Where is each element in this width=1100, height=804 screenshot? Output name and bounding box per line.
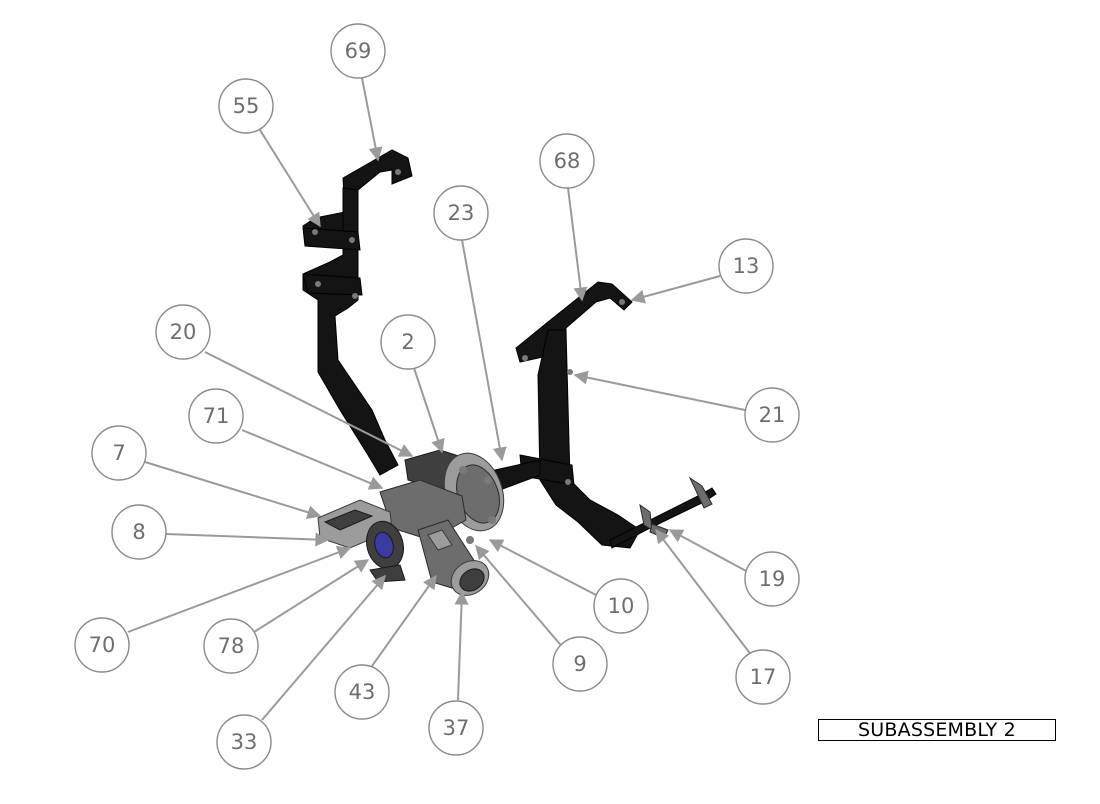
balloon-55: 55 [218, 78, 274, 134]
leader-33 [261, 574, 386, 721]
svg-text:10: 10 [608, 594, 635, 618]
balloon-8: 8 [111, 504, 167, 560]
balloon-37: 37 [428, 700, 484, 756]
leader-23 [461, 239, 507, 462]
balloon-19: 19 [744, 551, 800, 607]
svg-text:37: 37 [443, 716, 470, 740]
svg-text:13: 13 [733, 254, 760, 278]
balloon-78: 78 [203, 618, 259, 674]
balloon-2: 2 [380, 314, 436, 370]
leader-20 [204, 351, 414, 457]
svg-text:55: 55 [233, 94, 260, 118]
svg-text:78: 78 [218, 634, 245, 658]
left-bracket [302, 149, 413, 476]
svg-text:9: 9 [573, 652, 586, 676]
leader-69 [361, 77, 383, 162]
leader-68 [567, 187, 588, 302]
leader-9 [475, 544, 566, 651]
svg-text:2: 2 [401, 330, 414, 354]
balloon-9: 9 [552, 636, 608, 692]
balloon-71: 71 [188, 388, 244, 444]
leader-21 [573, 370, 746, 411]
subassembly-title: SUBASSEMBLY 2 [818, 719, 1056, 741]
leader-37 [454, 590, 469, 701]
svg-text:69: 69 [345, 39, 372, 63]
balloon-17: 17 [735, 649, 791, 705]
leader-78 [253, 559, 370, 633]
leader-13 [630, 275, 721, 304]
balloon-43: 43 [334, 664, 390, 720]
svg-text:8: 8 [132, 520, 145, 544]
right-bracket [494, 281, 641, 549]
pump-casting [317, 449, 505, 596]
balloons: 69 55 68 23 13 20 2 21 71 7 8 19 10 9 17… [74, 23, 800, 770]
svg-text:20: 20 [170, 320, 197, 344]
balloon-21: 21 [744, 387, 800, 443]
balloon-69: 69 [330, 23, 386, 79]
svg-text:71: 71 [203, 404, 230, 428]
leader-lines [127, 77, 753, 721]
svg-text:7: 7 [112, 441, 125, 465]
leader-71 [241, 429, 384, 490]
leader-7 [144, 461, 322, 519]
svg-text:33: 33 [231, 730, 258, 754]
svg-text:21: 21 [759, 403, 786, 427]
svg-text:70: 70 [89, 633, 116, 657]
balloon-33: 33 [216, 714, 272, 770]
balloon-20: 20 [155, 304, 211, 360]
svg-text:17: 17 [750, 665, 777, 689]
svg-text:68: 68 [554, 149, 581, 173]
balloon-23: 23 [433, 185, 489, 241]
balloon-7: 7 [91, 425, 147, 481]
leader-19 [668, 529, 749, 573]
leader-10 [488, 539, 599, 597]
balloon-13: 13 [718, 238, 774, 294]
leader-17 [655, 528, 753, 657]
balloon-70: 70 [74, 617, 130, 673]
svg-text:19: 19 [759, 567, 786, 591]
svg-text:43: 43 [349, 680, 376, 704]
leader-2 [413, 367, 445, 454]
leader-55 [259, 129, 321, 228]
tab-plate [609, 476, 717, 549]
balloon-68: 68 [539, 133, 595, 189]
balloon-10: 10 [593, 578, 649, 634]
leader-8 [165, 532, 330, 547]
svg-text:23: 23 [448, 201, 475, 225]
leader-70 [127, 545, 352, 633]
leader-43 [371, 574, 437, 667]
